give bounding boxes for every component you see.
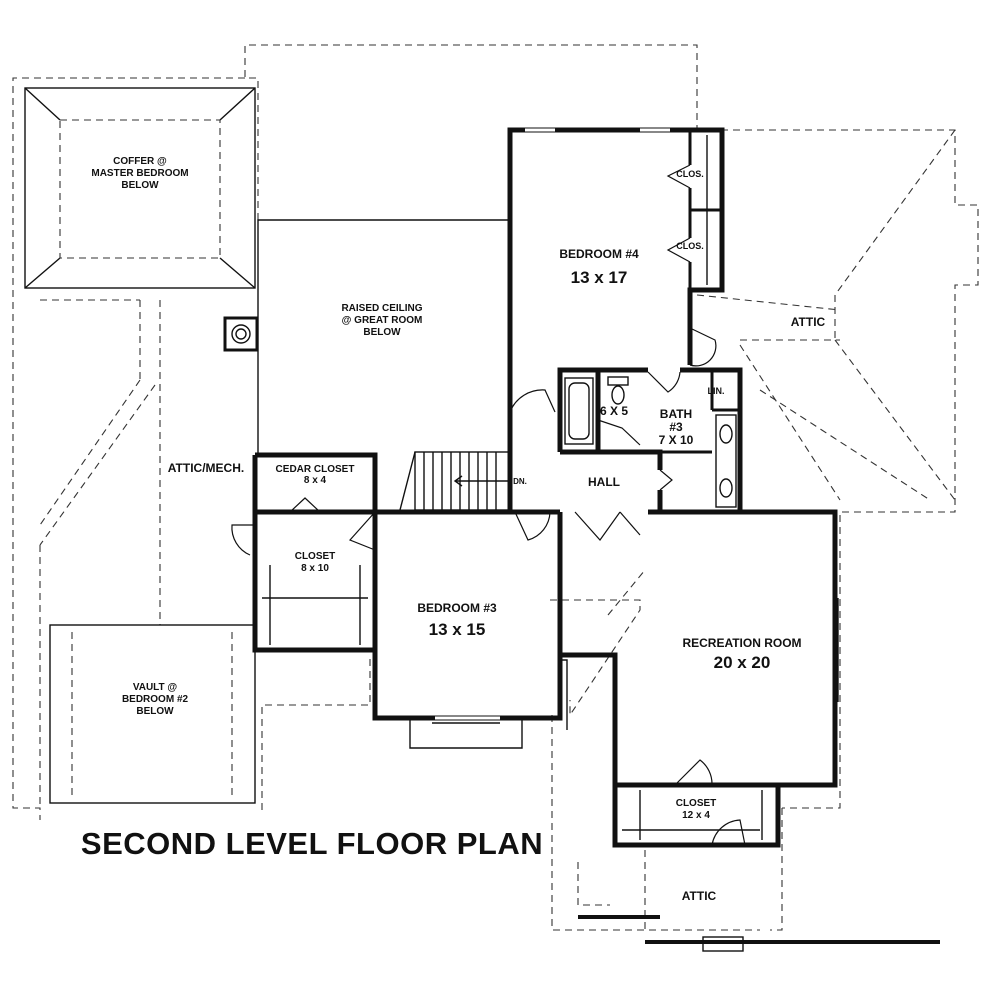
- plan-title: SECOND LEVEL FLOOR PLAN: [81, 826, 543, 861]
- coffer-outline: [24, 87, 256, 289]
- recreation-room-size: 20 x 20: [714, 653, 771, 672]
- recreation-room-name: RECREATION ROOM: [682, 636, 801, 650]
- labels: COFFER @ MASTER BEDROOM BELOW RAISED CEI…: [81, 156, 826, 903]
- closet-walls: [231, 452, 560, 653]
- bath-small-size: 6 X 5: [600, 404, 628, 418]
- vault-label-2: BEDROOM #2: [122, 694, 189, 705]
- roof-outline-dashed: [12, 44, 979, 931]
- bedroom-3-name: BEDROOM #3: [417, 601, 497, 615]
- closet-label-1: CLOS.: [676, 169, 704, 179]
- closet-size: 8 x 10: [301, 563, 329, 574]
- bedroom-4-size: 13 x 17: [571, 268, 628, 287]
- hall-label: HALL: [588, 475, 620, 489]
- bedroom-4-walls: [507, 127, 725, 412]
- raised-ceiling-label-3: BELOW: [363, 327, 401, 338]
- attic-right-label: ATTIC: [791, 315, 826, 329]
- closet-label-2: CLOS.: [676, 241, 704, 251]
- closet-2-walls: [612, 785, 781, 848]
- bedroom-3-size: 13 x 15: [429, 620, 486, 639]
- bath-size: 7 X 10: [659, 433, 694, 447]
- coffer-label-3: BELOW: [121, 180, 159, 191]
- great-room-ceiling: [223, 219, 510, 455]
- vault-label-3: BELOW: [136, 706, 174, 717]
- closet-2-size: 12 x 4: [682, 810, 710, 821]
- stair: [399, 451, 511, 511]
- bedroom-4-name: BEDROOM #4: [559, 247, 639, 261]
- raised-ceiling-label-2: @ GREAT ROOM: [342, 315, 423, 326]
- hall-walls: [507, 389, 673, 541]
- cedar-closet-name: CEDAR CLOSET: [276, 464, 355, 475]
- bath-number: #3: [669, 420, 683, 434]
- linen-label: LIN.: [708, 386, 725, 396]
- attic-mech-label: ATTIC/MECH.: [168, 461, 244, 475]
- coffer-label-2: MASTER BEDROOM: [91, 168, 188, 179]
- coffer-label-1: COFFER @: [113, 156, 167, 167]
- vault-outline: [49, 624, 256, 804]
- closet-name: CLOSET: [295, 551, 336, 562]
- attic-bottom-label: ATTIC: [682, 889, 717, 903]
- cedar-closet-size: 8 x 4: [304, 475, 327, 486]
- attic-bottom-walls: [578, 915, 940, 952]
- bath-name: BATH: [660, 407, 692, 421]
- raised-ceiling-label-1: RAISED CEILING: [341, 303, 422, 314]
- vault-label-1: VAULT @: [133, 682, 178, 693]
- closet-2-name: CLOSET: [676, 798, 717, 809]
- down-label: DN.: [513, 477, 527, 486]
